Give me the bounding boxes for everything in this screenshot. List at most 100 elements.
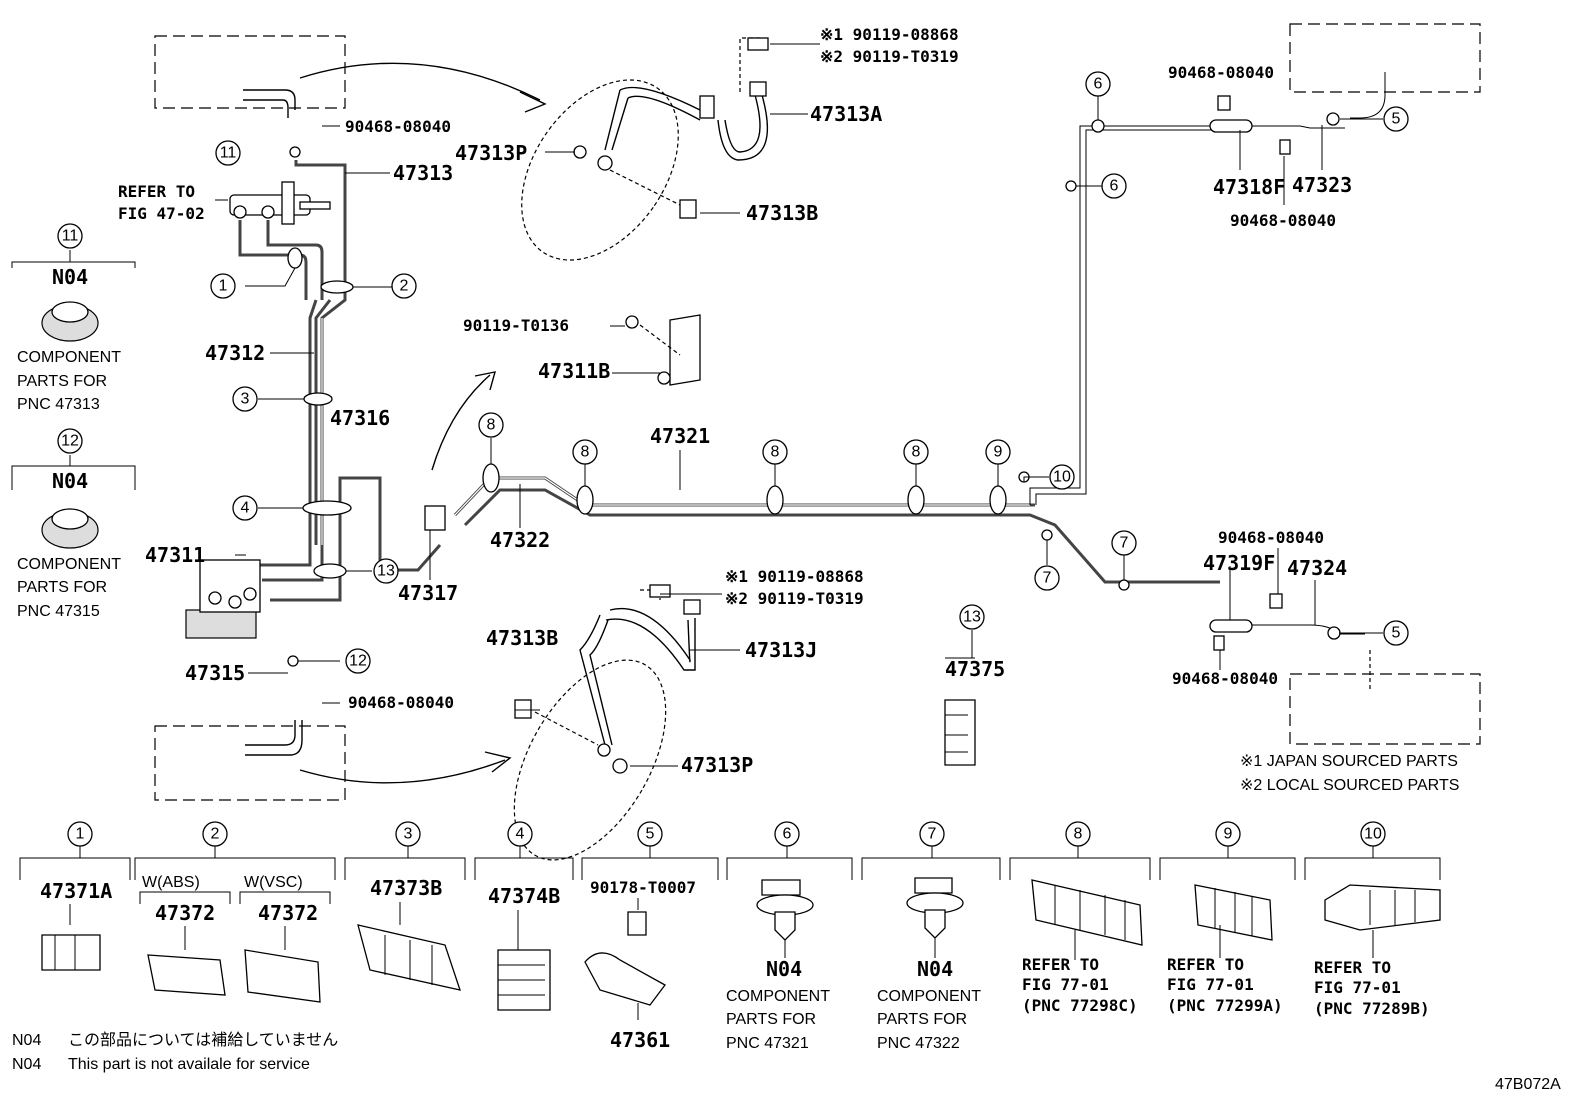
side-component-11: 11 N04 COMPONENT PARTS FOR PNC 47313 <box>11 223 136 413</box>
svg-text:PNC 47322: PNC 47322 <box>877 1035 960 1052</box>
svg-text:9: 9 <box>994 444 1003 461</box>
label-clip-c: 90468-08040 <box>1168 63 1274 82</box>
rear-hose-left <box>1209 95 1291 651</box>
clamp-47375 <box>944 699 976 766</box>
label-47313p-bot: 47313P <box>681 753 753 777</box>
svg-text:13: 13 <box>377 563 395 580</box>
front-hose-bottom <box>513 584 701 861</box>
bottom-item-10: 10 REFER TO FIG 77-01 (PNC 77289B) <box>1304 821 1441 1018</box>
label-47313j: 47313J <box>745 638 817 662</box>
svg-text:REFER TO: REFER TO <box>1022 955 1099 974</box>
svg-text:FIG 77-01: FIG 77-01 <box>1022 975 1109 994</box>
label-47315: 47315 <box>185 661 245 685</box>
label-clip-b: 90468-08040 <box>348 693 454 712</box>
callout-6-b: 6 <box>1101 173 1127 199</box>
part-number-labels: ※1 90119-08868 ※2 90119-T0319 47313A 473… <box>118 25 1459 794</box>
bottom-item-3: 3 47373B <box>344 821 466 991</box>
label-47375: 47375 <box>945 657 1005 681</box>
svg-text:8: 8 <box>487 417 496 434</box>
label-bracket-bolt: 90119-T0136 <box>463 316 569 335</box>
svg-text:PNC 47315: PNC 47315 <box>17 603 100 620</box>
label-47322: 47322 <box>490 528 550 552</box>
svg-text:N04: N04 <box>917 957 953 981</box>
side-11-code: N04 <box>52 265 88 289</box>
label-47319f: 47319F <box>1203 551 1275 575</box>
svg-text:8: 8 <box>912 444 921 461</box>
svg-text:2: 2 <box>400 278 409 295</box>
label-47317: 47317 <box>398 581 458 605</box>
callout-12-master: 12 <box>345 648 371 674</box>
svg-text:PARTS FOR: PARTS FOR <box>726 1011 816 1028</box>
callout-10: 10 <box>1049 464 1075 490</box>
callout-1-master: 1 <box>210 273 236 299</box>
bottom-item-9: 9 REFER TO FIG 77-01 (PNC 77299A) <box>1159 821 1296 1015</box>
bottom-item-2: 2 W(ABS) W(VSC) 47372 47372 <box>134 821 336 1003</box>
label-47313b-bot: 47313B <box>486 626 558 650</box>
label-top-bolt-2: ※2 90119-T0319 <box>820 47 959 66</box>
label-47316: 47316 <box>330 406 390 430</box>
svg-text:COMPONENT: COMPONENT <box>877 988 981 1005</box>
callout-8-d: 8 <box>903 439 929 465</box>
label-47324: 47324 <box>1287 556 1347 580</box>
svg-text:5: 5 <box>646 826 655 843</box>
bottom-item-6: 6 N04 COMPONENT PARTS FOR PNC 47321 <box>726 821 853 1052</box>
label-47311b: 47311B <box>538 359 610 383</box>
svg-text:6: 6 <box>1094 76 1103 93</box>
callout-8-b: 8 <box>572 439 598 465</box>
svg-text:COMPONENT: COMPONENT <box>726 988 830 1005</box>
label-clip-a: 90468-08040 <box>345 117 451 136</box>
side-12-code: N04 <box>52 469 88 493</box>
bottom-item-1: 1 47371A <box>19 821 131 971</box>
svg-text:90178-T0007: 90178-T0007 <box>590 878 696 897</box>
svg-text:PARTS FOR: PARTS FOR <box>877 1011 967 1028</box>
footnotes: N04 この部品については補給していません N04 This part is n… <box>12 1031 1561 1093</box>
svg-text:7: 7 <box>1120 535 1129 552</box>
svg-text:N04: N04 <box>12 1032 41 1049</box>
svg-text:8: 8 <box>771 444 780 461</box>
label-47313: 47313 <box>393 161 453 185</box>
svg-text:12: 12 <box>349 653 367 670</box>
label-47323: 47323 <box>1292 173 1352 197</box>
svg-text:2: 2 <box>211 826 220 843</box>
svg-text:8: 8 <box>581 444 590 461</box>
svg-text:REFER TO: REFER TO <box>1314 958 1391 977</box>
front-detail-box-top <box>154 35 547 118</box>
callout-7-b: 7 <box>1111 530 1137 556</box>
svg-text:5: 5 <box>1392 111 1401 128</box>
bottom-item-4: 4 47374B <box>474 821 574 1011</box>
svg-text:COMPONENT: COMPONENT <box>17 349 121 366</box>
svg-text:8: 8 <box>1074 826 1083 843</box>
bottom-item-8: 8 REFER TO FIG 77-01 (PNC 77298C) <box>1009 821 1151 1015</box>
bottom-item-7: 7 N04 COMPONENT PARTS FOR PNC 47322 <box>861 821 1001 1052</box>
svg-text:FIG 77-01: FIG 77-01 <box>1314 978 1401 997</box>
label-47321: 47321 <box>650 424 710 448</box>
figure-id: 47B072A <box>1495 1076 1561 1093</box>
front-detail-box-bottom <box>154 720 512 801</box>
svg-text:REFER TO: REFER TO <box>1167 955 1244 974</box>
callout-9: 9 <box>985 439 1011 465</box>
label-clip-d: 90468-08040 <box>1230 211 1336 230</box>
svg-text:12: 12 <box>61 433 79 450</box>
label-47313b-top: 47313B <box>746 201 818 225</box>
callout-7-a: 7 <box>1034 565 1060 591</box>
callout-6-a: 6 <box>1085 71 1111 97</box>
side-component-12: 12 N04 COMPONENT PARTS FOR PNC 47315 <box>11 428 136 620</box>
callout-4-master: 4 <box>232 495 258 521</box>
label-47311: 47311 <box>145 543 205 567</box>
legend-japan: ※1 JAPAN SOURCED PARTS <box>1240 753 1458 770</box>
svg-text:(PNC 77289B): (PNC 77289B) <box>1314 999 1430 1018</box>
svg-text:11: 11 <box>62 228 79 245</box>
svg-text:N04: N04 <box>12 1056 41 1073</box>
svg-text:PNC 47321: PNC 47321 <box>726 1035 809 1052</box>
svg-text:10: 10 <box>1053 469 1071 486</box>
svg-text:9: 9 <box>1224 826 1233 843</box>
svg-text:(PNC 77298C): (PNC 77298C) <box>1022 996 1138 1015</box>
svg-text:7: 7 <box>928 826 937 843</box>
svg-text:7: 7 <box>1043 570 1052 587</box>
callout-5-a: 5 <box>1383 106 1409 132</box>
svg-text:10: 10 <box>1364 826 1382 843</box>
label-47313p-top: 47313P <box>455 141 527 165</box>
svg-text:3: 3 <box>241 391 250 408</box>
svg-text:5: 5 <box>1392 625 1401 642</box>
